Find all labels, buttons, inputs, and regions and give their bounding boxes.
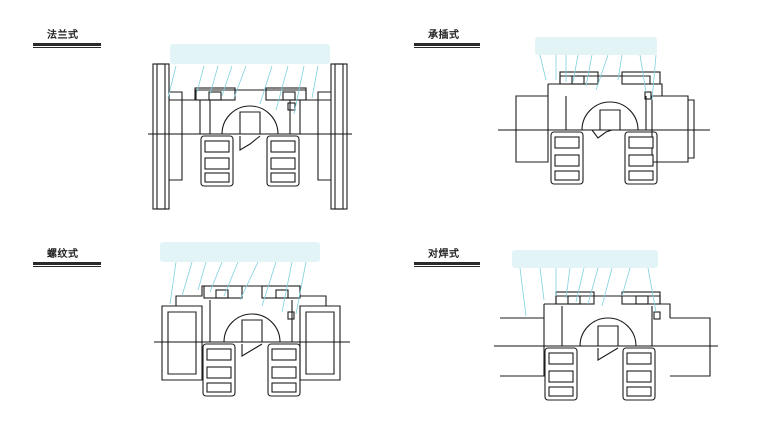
- label-threaded-text: 螺纹式: [47, 249, 79, 260]
- label-butt-weld-text: 对焊式: [428, 249, 460, 260]
- label-socket-text: 承插式: [428, 30, 460, 41]
- union-nut-left: [544, 347, 578, 401]
- union-nut-right: [622, 347, 656, 401]
- label-flange-text: 法兰式: [47, 30, 79, 41]
- weld-spigot-right: [670, 317, 711, 377]
- threaded-valve-drawing: [154, 242, 350, 397]
- blurred-callout-labels: [535, 37, 657, 55]
- socket-end-left: [515, 95, 549, 163]
- leader-lines: [539, 54, 657, 101]
- label-underline: [414, 47, 480, 48]
- union-nut-right: [266, 135, 300, 187]
- flange-valve-drawing: [148, 44, 352, 210]
- label-underline: [33, 266, 101, 267]
- blurred-callout-labels: [160, 242, 320, 262]
- valve-body: [169, 89, 331, 101]
- union-nut-left: [202, 343, 236, 397]
- union-nut-right: [267, 343, 301, 397]
- blurred-callout-labels: [170, 44, 330, 64]
- leader-lines: [519, 267, 657, 317]
- seal-ring: [644, 91, 652, 100]
- union-nut-left: [550, 131, 584, 185]
- label-underline: [33, 47, 101, 48]
- label-underline: [33, 262, 101, 265]
- leader-lines: [167, 65, 319, 115]
- union-nut-right: [624, 131, 658, 185]
- blurred-callout-labels: [512, 250, 658, 268]
- weld-spigot-left: [500, 317, 545, 377]
- ball: [221, 105, 279, 135]
- label-socket: 承插式: [414, 26, 480, 48]
- butt-weld-valve-drawing: [494, 250, 718, 401]
- ball: [579, 317, 637, 347]
- threaded-end-left: [161, 305, 203, 381]
- label-flange: 法兰式: [33, 26, 101, 48]
- seal-ring: [287, 102, 296, 111]
- label-underline: [414, 262, 480, 265]
- label-underline: [414, 43, 480, 46]
- ball: [223, 313, 281, 343]
- seal-ring: [287, 311, 295, 320]
- union-nut-left: [200, 135, 234, 187]
- label-butt-weld: 对焊式: [414, 245, 480, 267]
- leader-lines: [169, 261, 307, 315]
- ball: [581, 101, 639, 131]
- label-underline: [33, 43, 101, 46]
- label-threaded: 螺纹式: [33, 245, 101, 267]
- label-underline: [414, 266, 480, 267]
- seal-ring: [653, 311, 661, 320]
- socket-valve-drawing: [498, 37, 710, 185]
